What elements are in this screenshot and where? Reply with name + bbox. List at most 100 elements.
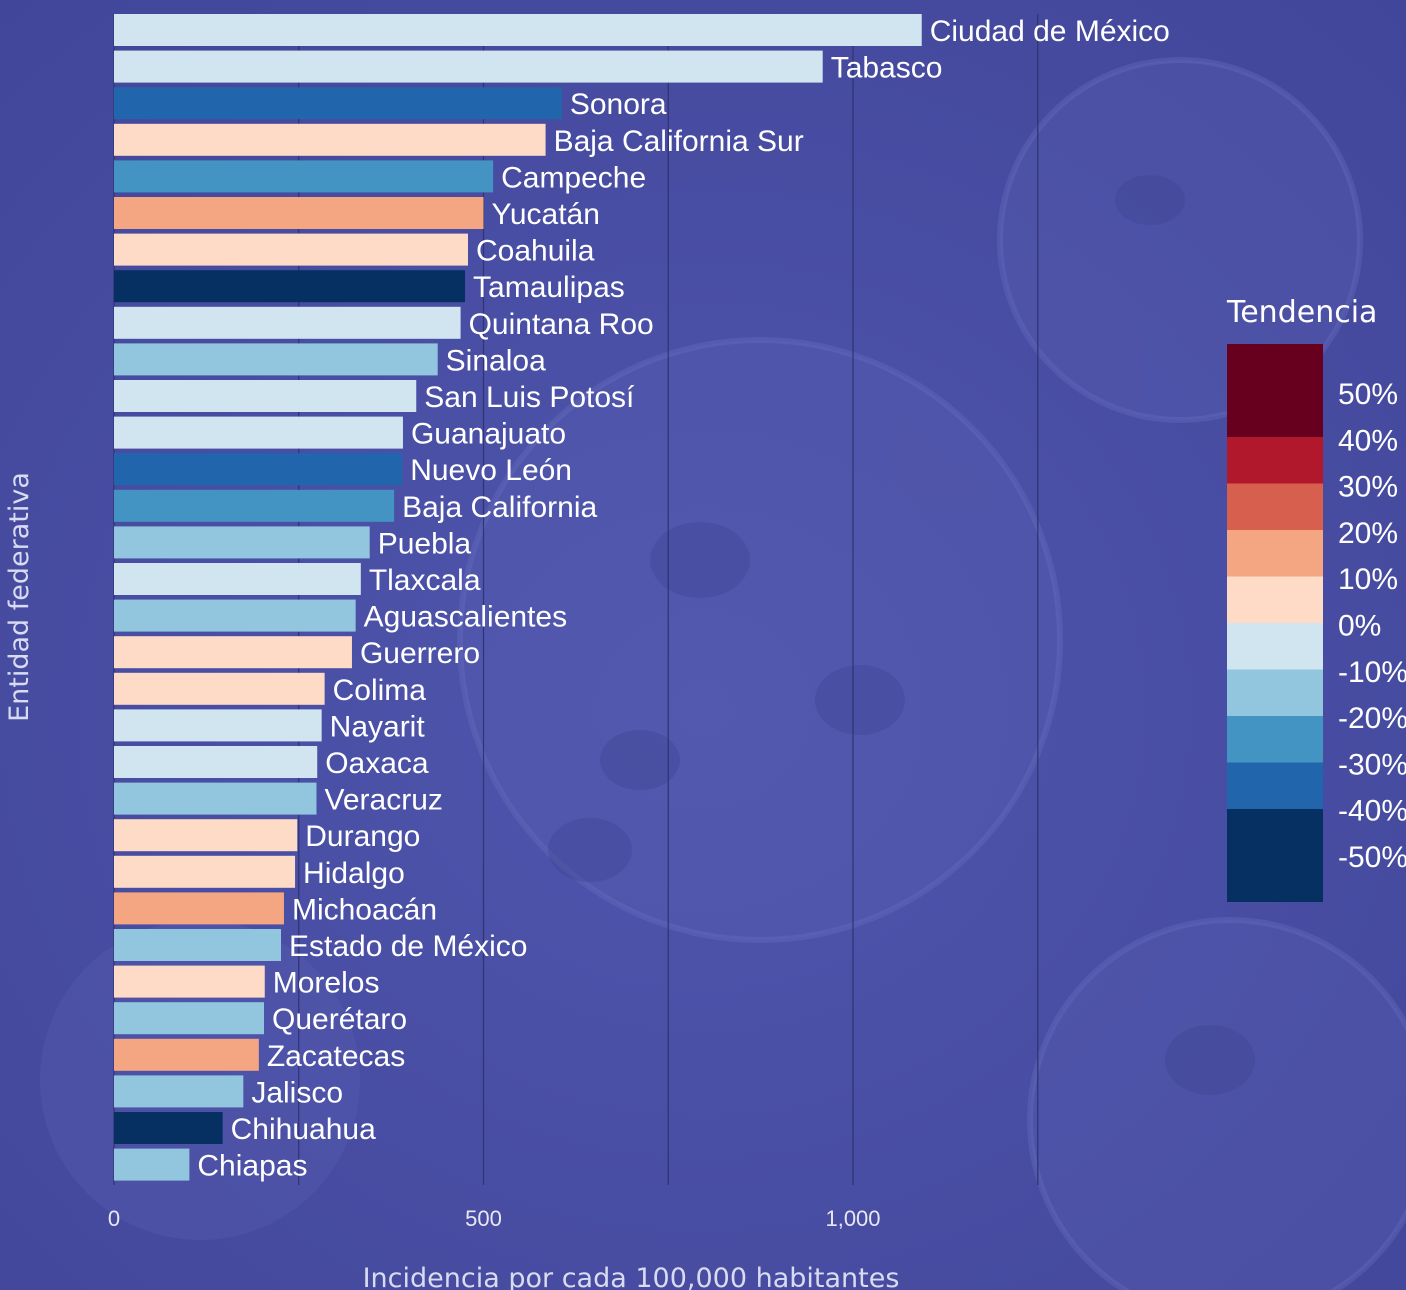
bar-label: Chihuahua [231,1113,376,1146]
bars [114,14,922,1181]
bar [114,87,562,120]
legend-color-bin [1227,762,1323,809]
bar [114,160,494,193]
bar-label: Quintana Roo [469,308,654,341]
bar-label: Guanajuato [411,418,566,451]
legend-color-bin [1227,437,1323,484]
bar [114,1038,259,1071]
legend-labels: 50% 40% 30% 20% 10% 0% -10% -20% -30% -40% -50% [1338,378,1406,874]
legend-color-bin [1227,344,1323,437]
bar-label: Durango [305,820,420,853]
bar [114,1075,244,1108]
legend-color-bin [1227,483,1323,530]
bar [114,1112,223,1144]
x-axis-title: Incidencia por cada 100,000 habitantes [363,1263,900,1290]
bar-label: Sonora [570,88,667,121]
bar [114,636,352,669]
bar [114,14,922,46]
legend-label: -40% [1338,795,1406,828]
legend-label: -30% [1338,748,1406,781]
bar [114,672,325,705]
bar [114,526,370,559]
bar-label: Baja California Sur [554,125,804,158]
bar [114,197,484,229]
legend-color-bin [1227,809,1323,902]
bar [114,233,468,266]
bar [114,599,356,632]
legend-label: 10% [1338,563,1398,596]
bar [114,965,265,998]
legend-color-bin [1227,530,1323,577]
bar-label: Zacatecas [267,1040,405,1073]
bar [114,343,438,376]
legend-color-bin [1227,669,1323,716]
bar-label: Morelos [273,967,380,1000]
bar-label: Chiapas [197,1150,307,1183]
bar-label: Jalisco [251,1076,343,1109]
bar-label: Colima [333,674,427,707]
bar [114,50,823,83]
bar-label: Hidalgo [303,857,405,890]
legend-label: -50% [1338,841,1406,874]
bar-label: Campeche [501,161,646,194]
bar [114,306,461,339]
x-axis-ticks: 0 500 1,000 [108,1206,881,1231]
bar-label: Coahuila [476,235,595,268]
bar [114,819,298,852]
bar [114,782,317,815]
bar-label: Ciudad de México [930,15,1170,48]
bar [114,563,361,595]
bar [114,416,403,449]
bar-label: Nayarit [330,710,426,743]
legend: Tendencia 50% 40% 30% 20% 10% 0% -10% -20% -30% -… [1226,295,1406,902]
bar-label: Michoacán [292,893,437,926]
x-tick-label: 0 [108,1206,120,1231]
bar-label: Oaxaca [325,747,429,780]
legend-label: 50% [1338,378,1398,411]
bar [114,709,322,742]
bar-label: Yucatán [492,198,600,231]
legend-label: -10% [1338,656,1406,689]
bar-label: Aguascalientes [364,601,567,634]
legend-color-bin [1227,716,1323,763]
bar-label: Puebla [378,527,472,560]
bar [114,892,284,925]
y-axis-title: Entidad federativa [4,472,35,722]
bar-label: Tabasco [831,52,943,85]
legend-label: -20% [1338,702,1406,735]
bar-label: Nuevo León [410,454,572,487]
bar-label: Estado de México [289,930,527,963]
legend-label: 40% [1338,424,1398,457]
bar-label: Tamaulipas [473,271,625,304]
legend-color-bin [1227,623,1323,670]
bar-label: Tlaxcala [369,564,481,597]
bar-label: Veracruz [324,784,442,817]
x-tick-label: 1,000 [825,1206,880,1231]
legend-color-bin [1227,576,1323,623]
bar-label: Sinaloa [446,344,546,377]
legend-color-bins [1227,344,1323,902]
bar [114,855,296,888]
legend-label: 20% [1338,517,1398,550]
bar [114,453,403,486]
bar-label: Guerrero [360,637,480,670]
legend-title: Tendencia [1226,295,1377,330]
legend-label: 30% [1338,471,1398,504]
bar-label: Baja California [402,491,597,524]
bar [114,489,395,522]
bar [114,929,282,961]
bar [114,380,417,412]
bar-label: San Luis Potosí [424,381,635,414]
x-tick-label: 500 [465,1206,502,1231]
bar-label: Querétaro [272,1003,407,1036]
bar [114,746,318,778]
bar [114,270,466,303]
bar [114,1148,190,1181]
bar [114,123,546,156]
legend-label: 0% [1338,610,1381,643]
bar [114,1002,265,1035]
